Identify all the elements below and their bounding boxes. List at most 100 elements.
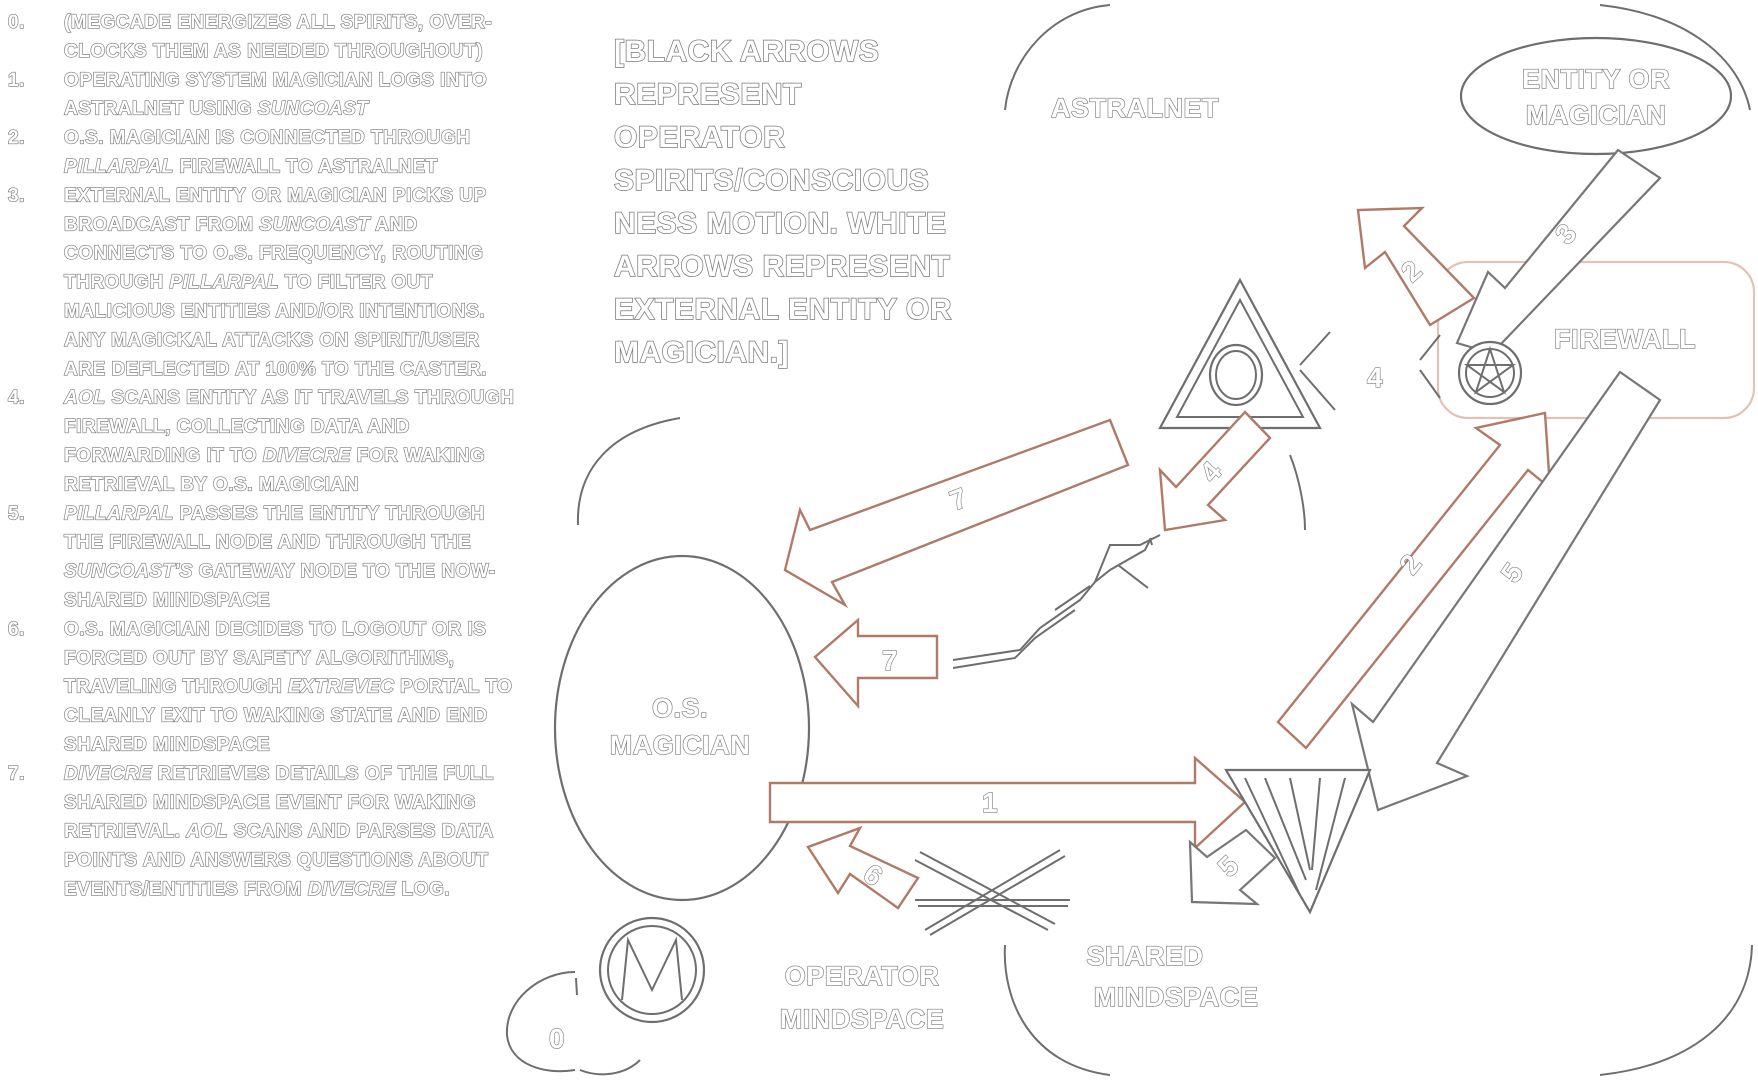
step-text-segment: THE FIREWALL NODE AND THROUGH THE — [64, 532, 471, 553]
os-magician-label-line1: O.S. — [652, 693, 708, 723]
arrow-1-number: 1 — [982, 787, 998, 818]
shared-label-line2: MINDSPACE — [1094, 982, 1259, 1012]
step-text-segment: CONNECTS TO O.S. FREQUENCY, ROUTING — [64, 243, 483, 264]
step-item: 0. (MEGCADE ENERGIZES ALL SPIRITS, OVER- C… — [7, 11, 492, 62]
step-text-segment: SHARED MINDSPACE EVENT FOR WAKING — [64, 792, 476, 813]
arrow-5-long: 5 — [1350, 370, 1662, 812]
os-magician-ellipse — [553, 554, 811, 902]
steps-list: 0. (MEGCADE ENERGIZES ALL SPIRITS, OVER- C… — [7, 11, 515, 901]
step-text-segment: RETRIEVAL. — [64, 821, 186, 842]
arrow-7-small: 7 — [813, 617, 939, 710]
legend-line: ARROWS REPRESENT — [614, 250, 950, 283]
region-outlines — [505, 4, 1753, 1076]
step-text-italic: DIVECRE — [263, 446, 352, 467]
portal-cross-icon — [914, 849, 1070, 936]
step-text-segment: LOG. — [396, 879, 450, 900]
step-text-line: THE FIREWALL NODE AND THROUGH THE — [64, 532, 471, 553]
os-magician-node: O.S. MAGICIAN — [553, 554, 811, 902]
step-text-line: PILLARPAL PASSES THE ENTITY THROUGH — [64, 503, 485, 524]
step-text-segment: PORTAL TO — [394, 677, 512, 698]
step-text-line: SHARED MINDSPACE — [64, 735, 270, 756]
step-text-segment: GATEWAY NODE TO THE NOW- — [193, 561, 496, 582]
step-text-segment: (MEGCADE ENERGIZES ALL SPIRITS, OVER- — [64, 12, 492, 33]
step-text-segment: CLOCKS THEM AS NEEDED THROUGHOUT) — [64, 41, 483, 62]
step-text-line: MALICIOUS ENTITIES AND/OR INTENTIONS. — [64, 301, 485, 322]
step-number: 7. — [8, 763, 25, 784]
operator-label-line2: MINDSPACE — [780, 1004, 945, 1034]
step-number: 4. — [8, 388, 25, 409]
step-text-italic: AOL — [63, 388, 106, 409]
shared-label-line1: SHARED — [1086, 941, 1203, 971]
legend-line: OPERATOR — [614, 121, 785, 154]
step-text-italic: EXTREVEC — [288, 677, 394, 698]
arrow-7-small-shape — [813, 617, 939, 710]
step-text-line: RETRIEVAL. AOL SCANS AND PARSES DATA — [64, 821, 494, 842]
legend-line: REPRESENT — [614, 78, 802, 111]
step-text-line: CONNECTS TO O.S. FREQUENCY, ROUTING — [64, 243, 483, 264]
step-text-line: (MEGCADE ENERGIZES ALL SPIRITS, OVER- — [64, 12, 492, 33]
legend-line: MAGICIAN.] — [614, 336, 789, 369]
step-text-segment: ASTRALNET USING — [64, 99, 258, 120]
step-text-segment: FIREWALL, COLLECTING DATA AND — [64, 417, 410, 438]
astralnet-label: ASTRALNET — [1051, 93, 1219, 123]
trident-icon — [952, 534, 1161, 669]
step-text-segment: TO FILTER OUT — [279, 272, 433, 293]
operator-region-outline — [576, 417, 1306, 531]
step-text-segment: SCANS ENTITY AS IT TRAVELS THROUGH — [106, 388, 515, 409]
entity-label-line1: ENTITY OR — [1522, 64, 1670, 94]
arrow-5-small-shape — [1188, 828, 1277, 906]
arrow-5-long-shape — [1350, 370, 1662, 812]
legend-line: [BLACK ARROWS — [614, 35, 879, 68]
step-4-connector: 4 — [1299, 331, 1441, 411]
arrow-6: 6 — [806, 825, 920, 910]
step-text-segment: MALICIOUS ENTITIES AND/OR INTENTIONS. — [64, 301, 485, 322]
gateway-node-icon — [1224, 768, 1372, 915]
megcade-m-icon — [598, 916, 706, 1024]
step-number: 0. — [8, 12, 25, 33]
step-text-italic: PILLARPAL — [64, 503, 174, 524]
step-number: 2. — [8, 128, 25, 149]
step-text-line: POINTS AND ANSWERS QUESTIONS ABOUT — [64, 850, 488, 871]
operator-cloud-edge — [575, 977, 578, 996]
step-text-line: DIVECRE RETRIEVES DETAILS OF THE FULL — [64, 763, 494, 784]
arrow-2-long: 2 — [1276, 411, 1552, 750]
step-item: 7. DIVECRE RETRIEVES DETAILS OF THE FULL S… — [7, 763, 494, 901]
step-text-italic: PILLARPAL — [64, 157, 174, 178]
step-item: 6. O.S. MAGICIAN DECIDES TO LOGOUT OR IS F… — [7, 618, 512, 756]
legend: [BLACK ARROWSREPRESENTOPERATORSPIRITS/CO… — [613, 34, 952, 370]
step-text-line: CLOCKS THEM AS NEEDED THROUGHOUT) — [64, 41, 483, 62]
step-text-line: PILLARPAL FIREWALL TO ASTRALNET — [64, 157, 438, 178]
step-number: 6. — [8, 619, 25, 640]
astralnet-region-outline — [1004, 4, 1751, 111]
step-item: 3.EXTERNAL ENTITY OR MAGICIAN PICKS UPBR… — [7, 185, 487, 381]
arrow-1-shape — [768, 755, 1247, 851]
step-text-segment: SCANS AND PARSES DATA — [228, 821, 494, 842]
entity-label-line2: MAGICIAN — [1526, 100, 1667, 130]
arrow-3: 3 — [1455, 148, 1662, 362]
step-item: 5. PILLARPAL PASSES THE ENTITY THROUGH THE… — [7, 503, 496, 612]
step-text-segment: OPERATING SYSTEM MAGICIAN LOGS INTO — [64, 70, 487, 91]
entity-ellipse — [1459, 36, 1733, 156]
step-number: 5. — [8, 503, 25, 524]
step-item: 4. AOL SCANS ENTITY AS IT TRAVELS THROUGH… — [7, 387, 515, 496]
step-text-segment: FORCED OUT BY SAFETY ALGORITHMS, — [64, 648, 454, 669]
step-item: 1.OPERATING SYSTEM MAGICIAN LOGS INTOAST… — [7, 69, 487, 120]
step-number: 3. — [8, 185, 25, 206]
step-text-segment: SHARED MINDSPACE — [64, 590, 270, 611]
step-text-segment: POINTS AND ANSWERS QUESTIONS ABOUT — [64, 850, 488, 871]
arrow-2-long-shape — [1276, 411, 1552, 750]
step-text-segment: ANY MAGICKAL ATTACKS ON SPIRIT/USER — [64, 330, 479, 351]
step-text-segment: THROUGH — [64, 272, 169, 293]
step-text-line: EVENTS/ENTITIES FROM DIVECRE LOG. — [64, 879, 450, 900]
pentacle-icon — [1457, 340, 1523, 406]
step-text-segment: EXTERNAL ENTITY OR MAGICIAN PICKS UP — [64, 185, 487, 206]
step-text-line: FIREWALL, COLLECTING DATA AND — [64, 417, 410, 438]
arrow-7-small-number: 7 — [882, 645, 898, 676]
arrow-7-long-shape — [783, 418, 1130, 609]
step-text-italic: SUNCOAST — [258, 99, 370, 120]
step-text-line: O.S. MAGICIAN DECIDES TO LOGOUT OR IS — [64, 619, 486, 640]
step-text-line: EXTERNAL ENTITY OR MAGICIAN PICKS UP — [64, 185, 487, 206]
arrow-1: 1 — [768, 755, 1247, 851]
shared-region-outline — [1003, 944, 1753, 1076]
